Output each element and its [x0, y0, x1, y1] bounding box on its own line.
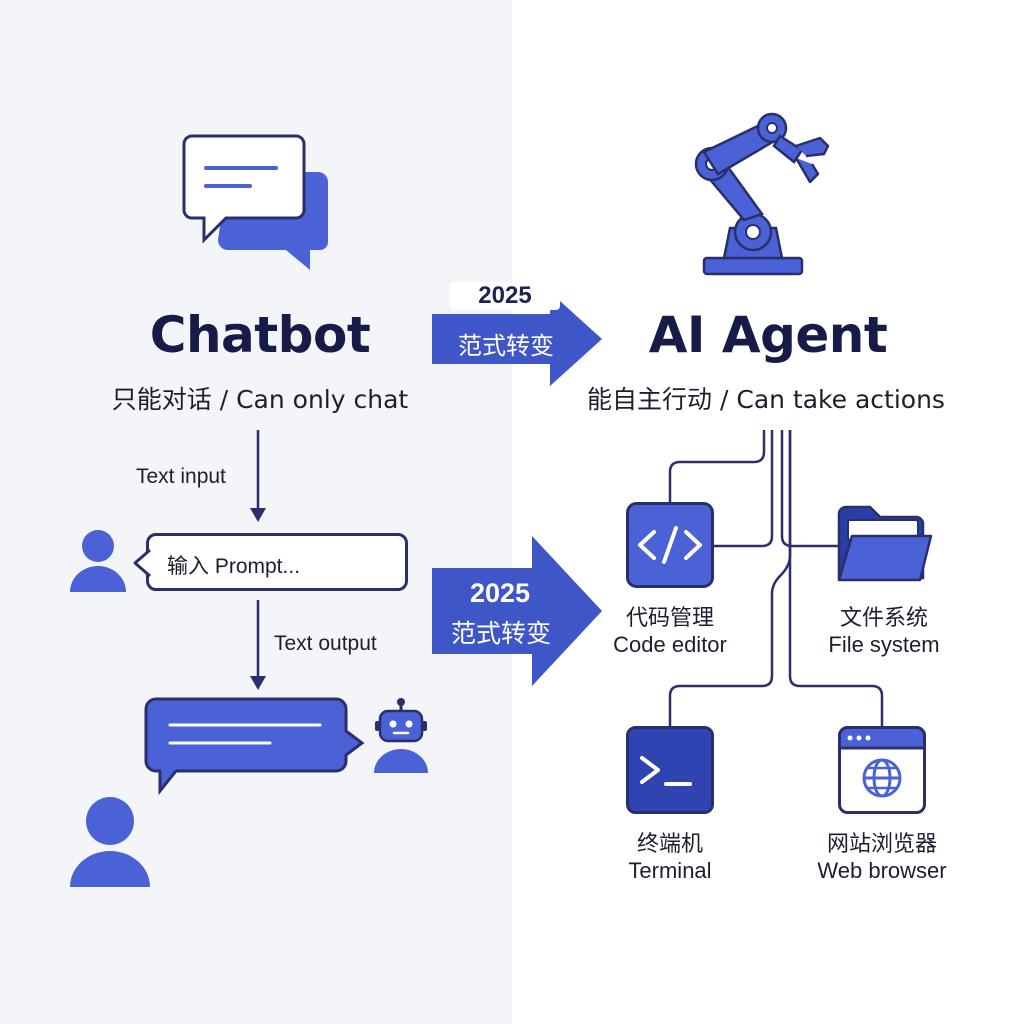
- paradigm-shift-arrow-top: [432, 292, 602, 386]
- code-editor-en-label: Code editor: [613, 632, 727, 657]
- web-browser-cn-label: 网站浏览器: [826, 832, 937, 857]
- text-output-label: Text output: [274, 632, 377, 655]
- arrow-middle-year: 2025: [469, 578, 531, 608]
- agent-subtitle: 能自主行动 / Can take actions: [587, 385, 945, 414]
- chatbot-title: Chatbot: [149, 306, 371, 364]
- paradigm-shift-arrow-middle: [432, 536, 602, 686]
- file-system-cn-label: 文件系统: [839, 606, 928, 631]
- user-icon: [70, 530, 126, 592]
- browser-globe-icon: [838, 726, 926, 814]
- chatbot-subtitle: 只能对话 / Can only chat: [111, 385, 409, 414]
- robot-head-icon: [374, 698, 428, 773]
- input-flow-arrow: [250, 430, 266, 522]
- prompt-placeholder: 输入 Prompt...: [167, 555, 301, 578]
- text-input-label: Text input: [136, 465, 226, 488]
- arrow-middle-label: 范式转变: [450, 619, 551, 648]
- bot-response-bubble: [144, 697, 365, 796]
- file-system-en-label: File system: [828, 632, 940, 657]
- code-editor-cn-label: 代码管理: [625, 606, 714, 631]
- user-icon-large: [70, 797, 150, 887]
- terminal-icon: [626, 726, 714, 814]
- code-icon: [626, 502, 714, 588]
- output-flow-arrow: [250, 600, 266, 690]
- web-browser-en-label: Web browser: [817, 858, 947, 883]
- terminal-cn-label: 终端机: [636, 832, 703, 857]
- chat-bubbles-icon: [182, 134, 328, 270]
- agent-title: AI Agent: [648, 306, 888, 364]
- robotic-arm-icon: [694, 112, 830, 276]
- arrow-top-label: 范式转变: [458, 332, 554, 360]
- arrow-top-year: 2025: [450, 282, 560, 310]
- folder-icon: [837, 505, 933, 582]
- prompt-input[interactable]: 输入 Prompt...: [133, 533, 408, 591]
- terminal-en-label: Terminal: [628, 858, 712, 883]
